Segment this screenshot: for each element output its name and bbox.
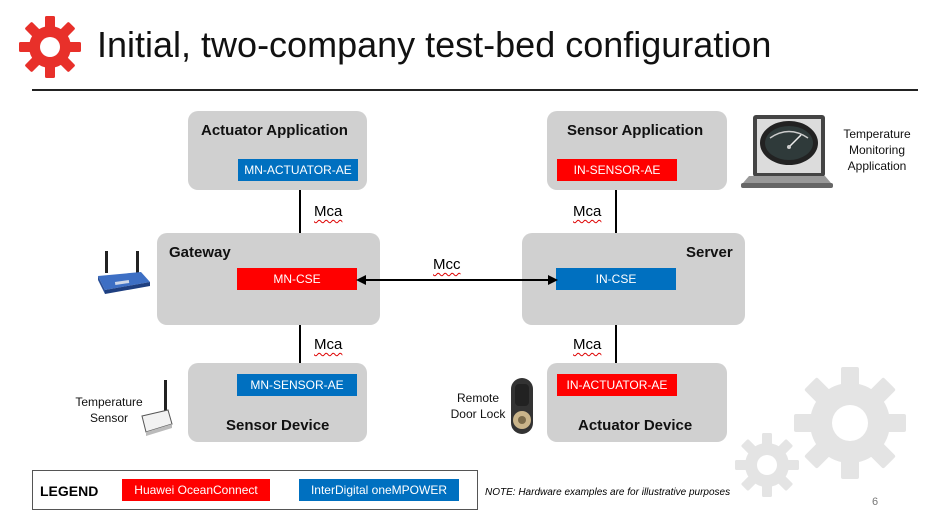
gateway-title: Gateway	[169, 244, 231, 261]
gear-decoration-large-icon	[794, 367, 906, 479]
mca-label-top-left: Mca	[314, 203, 343, 220]
link-server-actuator-device	[615, 290, 617, 375]
temperature-monitoring-caption: Temperature Monitoring Application	[843, 127, 911, 173]
link-sensor-app-server	[615, 181, 617, 270]
title-divider	[32, 89, 918, 91]
door-lock-caption: Remote Door Lock	[450, 391, 506, 421]
door-lock-icon	[511, 378, 533, 434]
page-title: Initial, two-company test-bed configurat…	[97, 24, 772, 65]
legend: LEGEND Huawei OceanConnect InterDigital …	[32, 470, 478, 510]
mca-label-top-right: Mca	[573, 203, 602, 220]
link-gateway-sensor-device	[299, 290, 301, 375]
mn-sensor-ae-tag: MN-SENSOR-AE	[237, 374, 357, 396]
in-sensor-ae-tag: IN-SENSOR-AE	[557, 159, 677, 181]
sensor-application-title: Sensor Application	[567, 122, 704, 139]
actuator-device-title: Actuator Device	[578, 417, 693, 434]
temperature-sensor-icon	[141, 380, 173, 436]
in-actuator-ae-tag: IN-ACTUATOR-AE	[557, 374, 677, 396]
actuator-application-title: Actuator Application	[201, 122, 348, 139]
legend-huawei: Huawei OceanConnect	[122, 479, 270, 501]
mcc-label: Mcc	[433, 256, 461, 273]
mca-label-bottom-left: Mca	[314, 336, 343, 353]
mcc-arrow	[356, 275, 558, 285]
mn-actuator-ae-tag: MN-ACTUATOR-AE	[238, 159, 358, 181]
legend-interdigital: InterDigital oneMPOWER	[299, 479, 459, 501]
server-title: Server	[686, 244, 733, 261]
sensor-device-title: Sensor Device	[226, 417, 330, 434]
gear-decoration-small-icon	[735, 433, 799, 497]
gear-icon	[19, 16, 81, 78]
mca-label-bottom-right: Mca	[573, 336, 602, 353]
temperature-sensor-caption: Temperature Sensor	[75, 395, 143, 425]
laptop-gauge-icon	[741, 115, 833, 188]
in-cse-tag: IN-CSE	[556, 268, 676, 290]
link-actuator-app-gateway	[299, 181, 301, 270]
hardware-note: NOTE: Hardware examples are for illustra…	[485, 487, 731, 498]
mn-cse-tag: MN-CSE	[237, 268, 357, 290]
page-number: 6	[872, 496, 879, 508]
wireless-router-icon	[98, 251, 150, 294]
legend-title: LEGEND	[40, 483, 99, 499]
